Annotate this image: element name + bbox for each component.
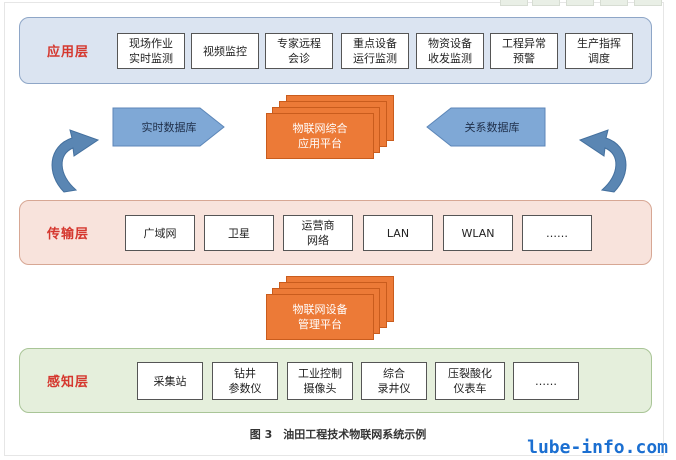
transport-item-ellipsis: …… <box>522 215 592 251</box>
relational-database-label: 关系数据库 <box>464 121 520 134</box>
app-item-equipment-monitoring: 重点设备 运行监测 <box>341 33 409 69</box>
transport-item-satellite: 卫星 <box>204 215 274 251</box>
app-item-material-monitoring: 物资设备 收发监测 <box>416 33 484 69</box>
iot-device-platform-label: 物联网设备 管理平台 <box>266 294 374 340</box>
transport-item-carrier-network: 运营商 网络 <box>283 215 353 251</box>
transport-layer: 传输层 广域网 卫星 运营商 网络 LAN WLAN …… <box>19 200 652 265</box>
sense-item-drilling-parameter-meter: 钻井 参数仪 <box>212 362 278 400</box>
app-item-remote-consultation: 专家远程 会诊 <box>265 33 333 69</box>
perception-layer-label: 感知层 <box>46 375 89 390</box>
sense-item-fracturing-truck: 压裂酸化 仪表车 <box>435 362 505 400</box>
sense-item-ellipsis: …… <box>513 362 579 400</box>
realtime-database-label: 实时数据库 <box>141 121 197 134</box>
application-layer: 应用层 现场作业 实时监测 视频监控 专家远程 会诊 重点设备 运行监测 物资设… <box>19 17 652 84</box>
app-item-anomaly-warning: 工程异常 预警 <box>490 33 558 69</box>
app-item-video-surveillance: 视频监控 <box>191 33 259 69</box>
figure-caption: 图 3 油田工程技术物联网系统示例 <box>249 428 427 441</box>
perception-layer: 感知层 采集站 钻井 参数仪 工业控制 摄像头 综合 录井仪 压裂酸化 仪表车 … <box>19 348 652 413</box>
realtime-database-arrow: 实时数据库 <box>112 106 226 148</box>
iot-device-platform: 物联网设备 管理平台 <box>266 276 396 340</box>
iot-application-platform: 物联网综合 应用平台 <box>266 95 396 159</box>
transport-item-wan: 广域网 <box>125 215 195 251</box>
transport-layer-label: 传输层 <box>46 227 89 242</box>
app-item-field-monitoring: 现场作业 实时监测 <box>117 33 185 69</box>
top-strip-segment <box>634 0 662 6</box>
app-item-production-dispatch: 生产指挥 调度 <box>565 33 633 69</box>
transport-item-lan: LAN <box>363 215 433 251</box>
sense-item-mud-logging-unit: 综合 录井仪 <box>361 362 427 400</box>
relational-database-arrow: 关系数据库 <box>425 106 547 148</box>
sense-item-industrial-camera: 工业控制 摄像头 <box>287 362 353 400</box>
iot-application-platform-label: 物联网综合 应用平台 <box>266 113 374 159</box>
transport-item-wlan: WLAN <box>443 215 513 251</box>
application-layer-label: 应用层 <box>46 45 89 60</box>
top-strip-segment <box>566 0 594 6</box>
watermark-link[interactable]: lube-info.com <box>527 437 668 458</box>
figure-frame <box>4 2 664 456</box>
top-strip-segment <box>600 0 628 6</box>
curved-arrow-up-left <box>51 129 100 193</box>
top-strip-segment <box>500 0 528 6</box>
top-strip-segment <box>532 0 560 6</box>
curved-arrow-up-right <box>578 129 627 193</box>
sense-item-collection-station: 采集站 <box>137 362 203 400</box>
